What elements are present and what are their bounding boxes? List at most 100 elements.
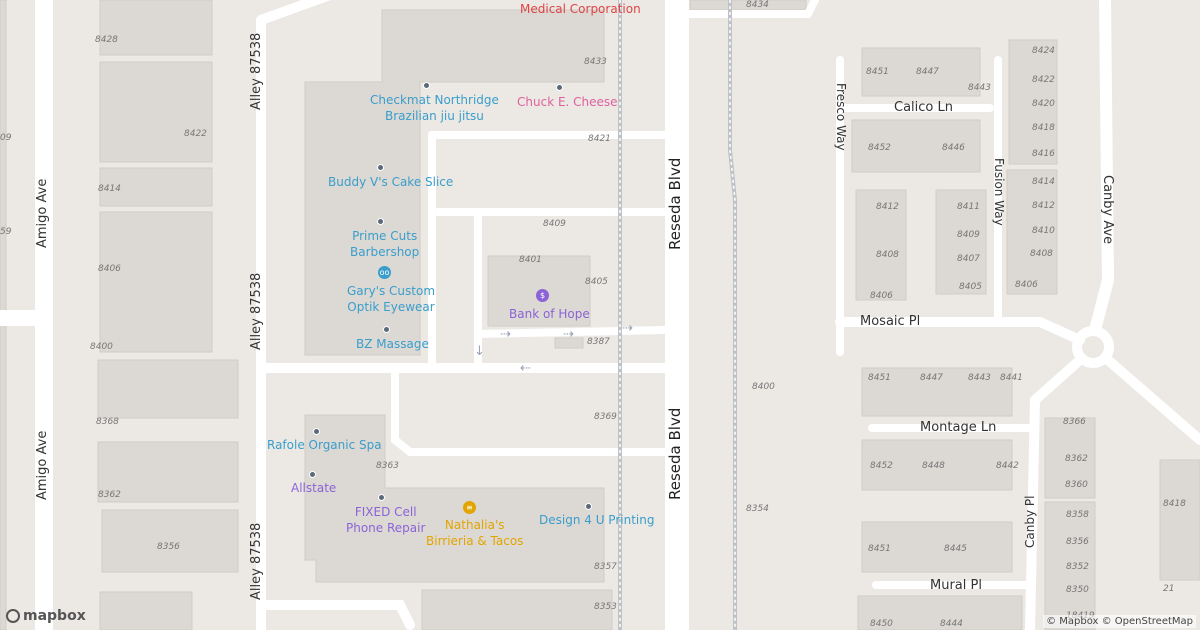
house-number: 8406 <box>870 291 893 301</box>
poi-rafole-organic-spa[interactable]: Rafole Organic Spa <box>267 438 382 452</box>
street-label-fresco-way: Fresco Way <box>834 83 848 151</box>
poi-marker-fixed-cell[interactable] <box>378 494 385 501</box>
house-number: 8444 <box>940 619 963 629</box>
house-number: 8451 <box>866 67 889 77</box>
house-number: 8412 <box>1032 201 1055 211</box>
house-number: 8447 <box>916 67 939 77</box>
house-number: 8387 <box>587 337 610 347</box>
poi-marker-design-4-u[interactable] <box>585 503 592 510</box>
mapbox-logo[interactable]: mapbox <box>6 608 86 624</box>
house-number: 8410 <box>1032 226 1055 236</box>
poi-marker-checkmat[interactable] <box>423 82 430 89</box>
mapbox-logo-icon <box>6 609 20 623</box>
house-number: 8407 <box>957 254 980 264</box>
house-number: 21 <box>1163 584 1175 594</box>
poi-marker-bz-massage[interactable] <box>383 326 390 333</box>
house-number: 8408 <box>876 250 899 260</box>
house-number: 8443 <box>968 373 991 383</box>
house-number: 8363 <box>376 461 399 471</box>
street-label-canby-pl: Canby Pl <box>1023 495 1037 548</box>
house-number: 8411 <box>957 202 980 212</box>
house-number: 8369 <box>594 412 617 422</box>
poi-buddy-v-cake-slice[interactable]: Buddy V's Cake Slice <box>328 175 454 189</box>
poi-marker-prime-cuts[interactable] <box>377 218 384 225</box>
house-number: 8366 <box>1063 417 1086 427</box>
poi-chuck-e-cheese[interactable]: Chuck E. Cheese <box>517 95 618 109</box>
poi-nathalias-birrieria-tacos[interactable]: Nathalia's Birrieria & Tacos <box>426 518 524 548</box>
street-label-amigo-ave: Amigo Ave <box>35 430 50 500</box>
map-attribution[interactable]: © Mapbox © OpenStreetMap <box>1043 615 1196 628</box>
street-label-mosaic-pl: Mosaic Pl <box>860 314 921 329</box>
house-number: 8400 <box>752 382 775 392</box>
street-label-mural-pl: Mural Pl <box>930 578 982 593</box>
bank-icon[interactable]: $ <box>536 289 549 302</box>
house-number: 8368 <box>96 417 119 427</box>
house-number: 8352 <box>1066 562 1089 572</box>
poi-fixed-cell-phone-repair[interactable]: FIXED Cell Phone Repair <box>346 505 426 535</box>
street-label-reseda-blvd: Reseda Blvd <box>666 157 684 250</box>
oneway-arrow-right-icon: ⇢ <box>563 327 574 342</box>
house-number: 8433 <box>584 57 607 67</box>
house-number: 8451 <box>868 373 891 383</box>
house-number: 8445 <box>944 544 967 554</box>
house-number: 8354 <box>746 504 769 514</box>
oneway-arrow-right-icon: ⇢ <box>500 327 511 342</box>
house-number: 8434 <box>746 0 769 10</box>
poi-marker-rafole[interactable] <box>313 428 320 435</box>
street-label-canby-ave: Canby Ave <box>1100 175 1115 245</box>
house-number: 8401 <box>519 255 542 265</box>
house-number: 8447 <box>920 373 943 383</box>
street-label-fusion-way: Fusion Way <box>992 158 1006 226</box>
restaurant-icon[interactable]: ≡ <box>463 501 476 514</box>
poi-medical-corporation[interactable]: Medical Corporation <box>520 2 641 16</box>
oneway-arrow-down-icon: ↓ <box>474 344 485 359</box>
poi-allstate[interactable]: Allstate <box>291 481 337 495</box>
house-number: 8400 <box>90 342 113 352</box>
house-number: 8409 <box>957 230 980 240</box>
house-number: 09 <box>0 133 12 143</box>
street-label-amigo-ave: Amigo Ave <box>35 178 50 248</box>
poi-checkmat-northridge[interactable]: Checkmat Northridge Brazilian jiu jitsu <box>370 93 499 123</box>
house-number: 8414 <box>98 184 121 194</box>
house-number: 8452 <box>868 143 891 153</box>
house-number: 8406 <box>1015 280 1038 290</box>
house-number: 8356 <box>1066 537 1089 547</box>
poi-bz-massage[interactable]: BZ Massage <box>356 337 429 351</box>
house-number: 8414 <box>1032 177 1055 187</box>
poi-marker-chuck-e-cheese[interactable] <box>556 84 563 91</box>
house-number: 8443 <box>968 83 991 93</box>
house-number: 8350 <box>1066 585 1089 595</box>
street-label-montage-ln: Montage Ln <box>920 420 997 435</box>
house-number: 8360 <box>1065 480 1088 490</box>
house-number: 8408 <box>1030 249 1053 259</box>
house-number: 8450 <box>870 619 893 629</box>
house-number: 8362 <box>98 490 121 500</box>
oneway-arrow-left-icon: ⇠ <box>520 361 531 376</box>
eyeglasses-icon[interactable]: oo <box>378 266 391 279</box>
poi-design-4-u-printing[interactable]: Design 4 U Printing <box>539 513 655 527</box>
poi-prime-cuts-barbershop[interactable]: Prime Cuts Barbershop <box>350 229 420 259</box>
poi-garys-custom-optik-eyewear[interactable]: Gary's Custom Optik Eyewear <box>347 284 436 314</box>
house-number: 8416 <box>1032 149 1055 159</box>
house-number: 8420 <box>1032 99 1055 109</box>
house-number: 59 <box>0 227 12 237</box>
oneway-arrow-right-icon: ⇢ <box>622 321 633 336</box>
house-number: 8421 <box>588 134 611 144</box>
house-number: 8406 <box>98 264 121 274</box>
house-number: 8451 <box>868 544 891 554</box>
street-label-alley-87538: Alley 87538 <box>249 272 264 350</box>
house-number: 8441 <box>1000 373 1023 383</box>
poi-marker-buddy-v[interactable] <box>377 164 384 171</box>
house-number: 8422 <box>1032 75 1055 85</box>
poi-marker-allstate[interactable] <box>309 471 316 478</box>
poi-bank-of-hope[interactable]: Bank of Hope <box>509 307 590 321</box>
house-number: 8405 <box>959 282 982 292</box>
street-label-alley-87538: Alley 87538 <box>249 522 264 600</box>
house-number: 8446 <box>942 143 965 153</box>
street-label-reseda-blvd: Reseda Blvd <box>666 407 684 500</box>
house-number: 8452 <box>870 461 893 471</box>
house-number: 8418 <box>1032 123 1055 133</box>
house-number: 8442 <box>996 461 1019 471</box>
house-number: 8448 <box>922 461 945 471</box>
